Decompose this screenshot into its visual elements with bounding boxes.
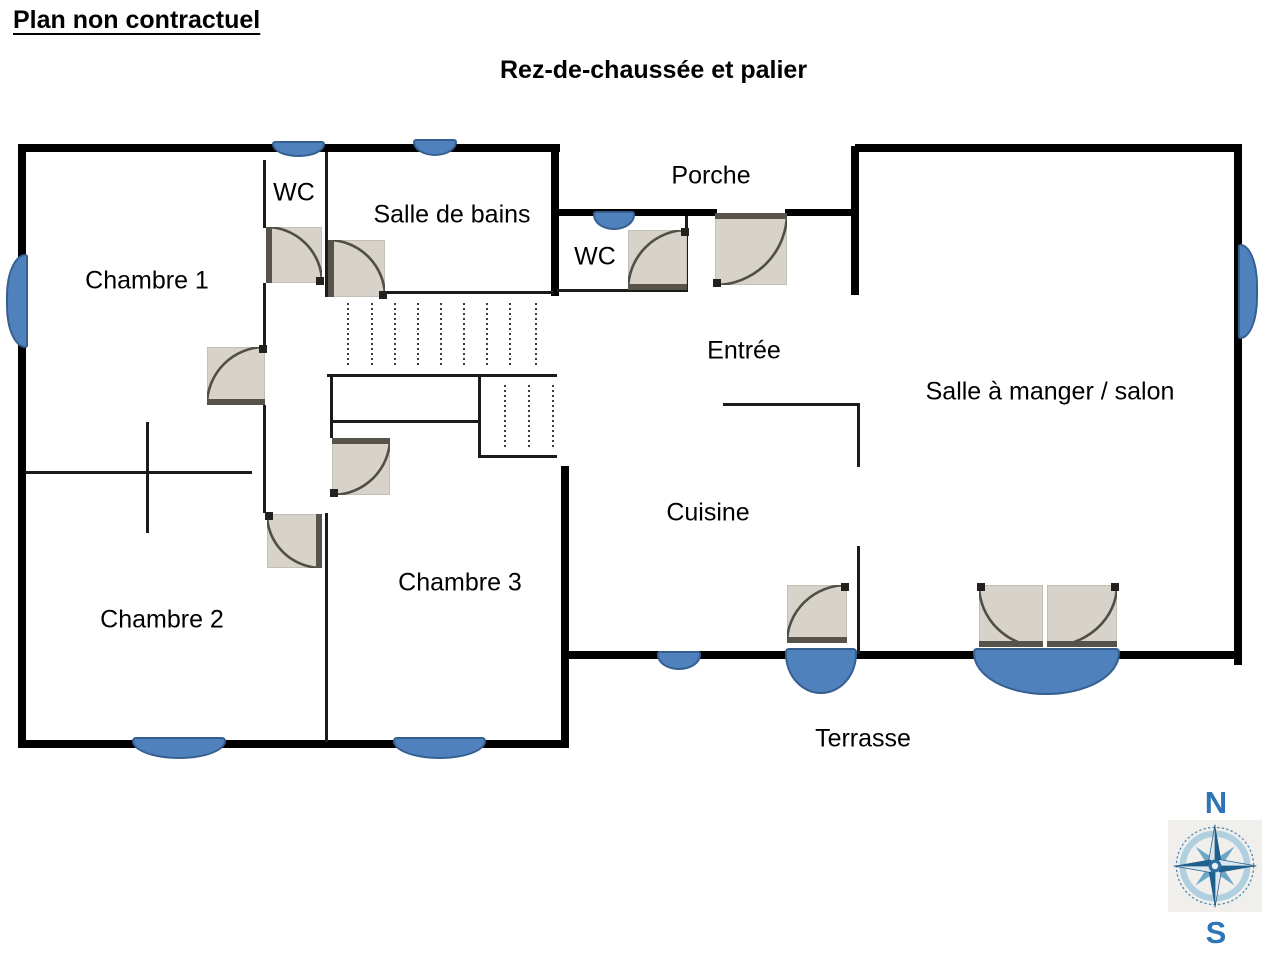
room-label-wc-1: WC: [273, 178, 315, 207]
door-leaf: [332, 438, 390, 444]
stair-tread: [371, 303, 373, 367]
window-wc2: [593, 211, 635, 230]
door-leaf: [207, 399, 265, 405]
room-label-porche: Porche: [671, 161, 751, 190]
door-chambre-1: [207, 345, 267, 405]
room-label-terrasse: Terrasse: [815, 724, 911, 753]
door-terrasse-right: [1047, 583, 1119, 647]
door-hinge-dot: [316, 277, 324, 285]
stair-tread: [463, 303, 465, 367]
window-sdb-top: [413, 139, 457, 156]
door-entree: [713, 213, 787, 287]
stair-tread: [394, 303, 396, 367]
wall-bedrooms-bottom: [18, 740, 566, 748]
wall-salon-bottom-right-segment: [1118, 651, 1242, 659]
stairs-bottom-line: [481, 455, 557, 458]
window-salon-right: [1238, 244, 1258, 339]
wall-porche-right-segment: [785, 209, 851, 216]
room-label-salle-a-manger-salon: Salle à manger / salon: [925, 377, 1175, 406]
stairs-landing-right: [478, 374, 481, 458]
window-wc1-top: [272, 141, 325, 157]
room-label-entree: Entrée: [707, 336, 781, 365]
wall-salon-right: [1234, 144, 1242, 665]
door-hinge-dot: [330, 489, 338, 497]
stair-tread: [509, 303, 511, 367]
window-chambre2-bottom: [132, 737, 226, 759]
door-leaf: [628, 284, 687, 290]
room-label-chambre-2: Chambre 2: [100, 605, 224, 634]
plan-subtitle: Rez-de-chaussée et palier: [500, 56, 808, 84]
wall-wc1-upper: [263, 160, 266, 228]
compass-south-label: S: [1205, 915, 1227, 950]
cuisine-top-line: [723, 403, 860, 406]
wall-bedrooms-left: [18, 144, 26, 748]
door-hinge-dot: [379, 291, 387, 299]
plan-title: Plan non contractuel: [13, 6, 261, 34]
stairs-landing-left: [330, 374, 333, 438]
wall-sdb-bottom: [382, 291, 554, 294]
room-label-cuisine: Cuisine: [666, 498, 750, 527]
stair-tread: [535, 303, 537, 367]
compass-rose-icon: [1168, 820, 1262, 912]
door-leaf: [1047, 641, 1117, 647]
door-hinge-dot: [713, 279, 721, 287]
door-leaf: [715, 213, 787, 219]
partition-line-vertical: [146, 422, 149, 533]
door-salle-de-bains: [328, 240, 387, 299]
cuisine-right-line-upper: [857, 403, 860, 467]
door-wc2: [628, 228, 689, 290]
door-wc1: [266, 227, 324, 285]
wall-cuisine-bottom-left-segment: [561, 651, 659, 659]
stairs-mid-line: [327, 374, 557, 377]
wall-wc2-bottom: [557, 289, 688, 292]
window-cuisine-french-door: [785, 648, 857, 694]
room-label-salle-de-bains: Salle de bains: [373, 200, 531, 229]
wall-porche-left-segment: [557, 209, 717, 216]
door-hinge-dot: [1111, 583, 1119, 591]
room-label-wc-2: WC: [574, 242, 616, 271]
door-hinge-dot: [265, 512, 273, 520]
stair-tread: [417, 303, 419, 367]
stair-tread: [347, 303, 349, 367]
stair-tread: [528, 385, 530, 447]
door-chambre-2: [265, 512, 322, 568]
room-label-chambre-3: Chambre 3: [398, 568, 522, 597]
wall-bedrooms-right: [551, 144, 559, 296]
door-leaf: [316, 514, 322, 568]
cuisine-right-line-lower: [857, 546, 860, 654]
door-hinge-dot: [977, 583, 985, 591]
wall-chambre3-left: [325, 513, 328, 742]
stair-tread: [504, 385, 506, 447]
door-leaf: [787, 637, 847, 643]
wall-sdb-left: [325, 152, 328, 297]
door-terrasse-left: [977, 583, 1043, 647]
stair-tread: [552, 385, 554, 447]
stairs-landing-bottom: [332, 420, 481, 423]
wall-salon-top: [855, 144, 1242, 152]
door-leaf: [266, 227, 272, 283]
window-chambre1-left: [6, 254, 28, 348]
stair-tread: [486, 303, 488, 367]
wall-chambre1-chambre2: [263, 405, 266, 513]
door-hinge-dot: [841, 583, 849, 591]
stair-tread: [440, 303, 442, 367]
door-cuisine-terrasse: [787, 583, 849, 643]
wall-wc1-mid: [263, 283, 266, 347]
wall-chambre3-cuisine: [561, 466, 569, 748]
door-palier: [330, 438, 390, 497]
wall-salon-porche: [851, 146, 859, 295]
window-terrasse-french-door: [973, 648, 1120, 695]
door-hinge-dot: [681, 228, 689, 236]
door-leaf: [979, 641, 1043, 647]
door-leaf: [328, 240, 334, 297]
window-chambre3-bottom: [393, 737, 486, 759]
room-label-chambre-1: Chambre 1: [85, 266, 209, 295]
wall-cuisine-bottom-right-segment: [699, 651, 787, 659]
door-hinge-dot: [259, 345, 267, 353]
compass-north-label: N: [1204, 785, 1228, 820]
partition-line-horizontal: [25, 471, 252, 474]
window-cuisine-small: [657, 651, 701, 670]
wall-salon-bottom-left-segment: [851, 651, 975, 659]
